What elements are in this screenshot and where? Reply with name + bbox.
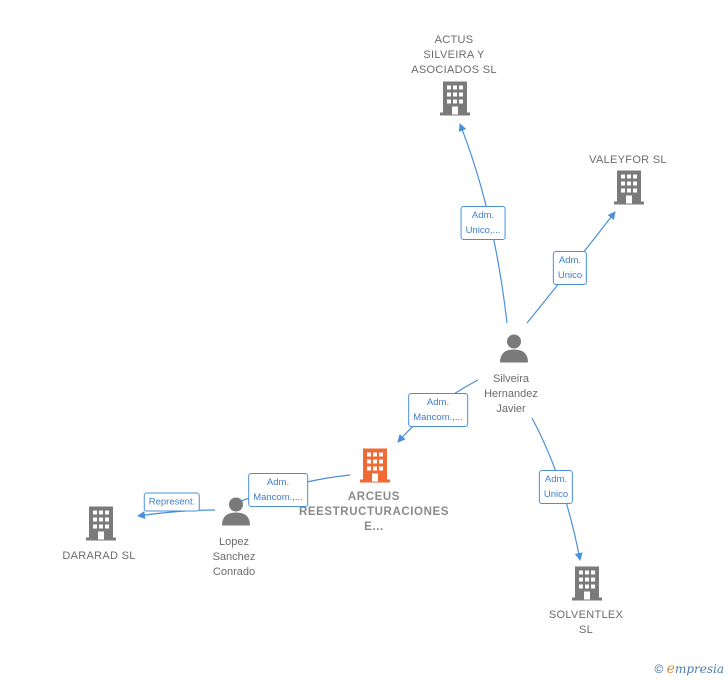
person-icon[interactable] [221,497,251,532]
edge-label-lopez-dararad[interactable]: Represent. [143,492,201,512]
node-label-silveira[interactable]: Silveira Hernandez Javier [484,373,538,415]
edge-label-silveira-actus[interactable]: Adm. Unico,... [460,206,506,240]
node-label-solventlex[interactable]: SOLVENTLEX SL [548,609,624,636]
building-icon[interactable] [86,506,116,547]
empresia-watermark: © empresia [654,661,724,677]
edge-lopez-dararad [137,509,216,519]
building-icon[interactable] [572,566,602,607]
node-label-lopez[interactable]: Lopez Sanchez Conrado [212,536,256,578]
copyright-icon: © [654,662,664,676]
brand-logo-text: mpresia [674,662,724,676]
node-label-dararad[interactable]: DARARAD SL [62,550,136,562]
building-icon[interactable] [440,81,470,122]
node-label-actus[interactable]: ACTUS SILVEIRA Y ASOCIADOS SL [411,34,497,76]
building-icon[interactable] [614,170,644,211]
person-icon[interactable] [499,334,529,369]
edge-label-silveira-valeyfor[interactable]: Adm. Unico [552,251,588,285]
node-label-valeyfor[interactable]: VALEYFOR SL [589,154,667,166]
edge-label-silveira-solventlex[interactable]: Adm. Unico [538,470,574,504]
edge-label-silveira-arceus[interactable]: Adm. Mancom.,... [408,393,468,427]
edge-label-lopez-arceus[interactable]: Adm. Mancom.,... [248,473,308,507]
node-label-arceus[interactable]: ARCEUS REESTRUCTURACIONES E... [298,491,450,533]
building-icon-focus[interactable] [360,448,390,489]
brand-logo-letter: e [666,661,675,677]
